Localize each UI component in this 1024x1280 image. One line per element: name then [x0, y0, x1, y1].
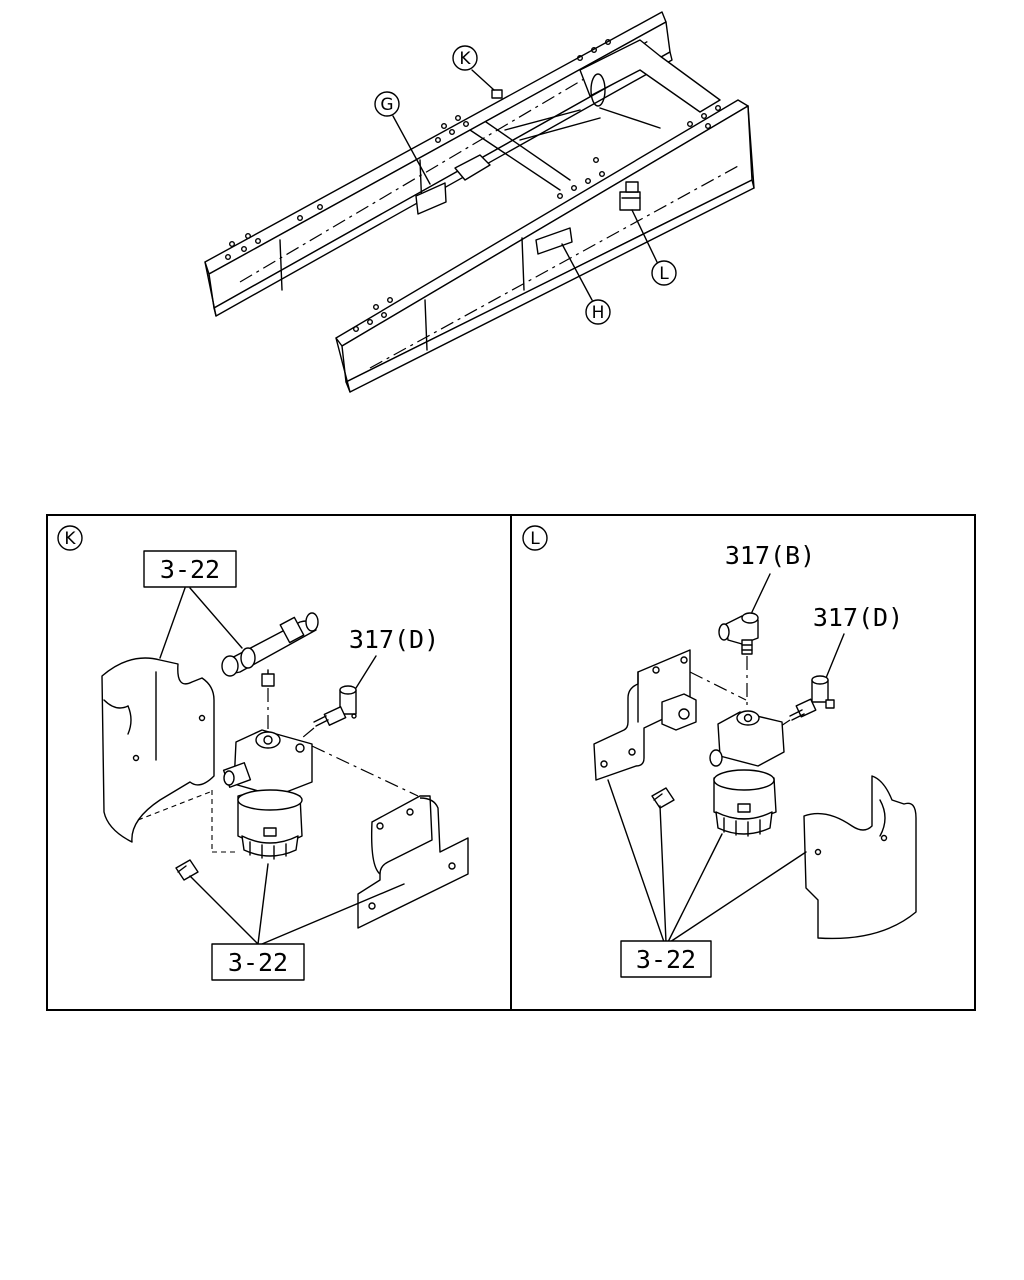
cross-members	[454, 39, 721, 191]
svg-text:L: L	[659, 264, 669, 284]
bracket-h	[535, 227, 573, 255]
heat-shield-k	[101, 657, 215, 843]
fitting-317d-k: 317(D)	[301, 625, 439, 739]
svg-text:K: K	[64, 529, 76, 549]
panel-l: L 317(B) 317(D)	[522, 525, 917, 978]
filter-unit-l	[619, 181, 641, 211]
ref-box-k-bottom: 3-22	[189, 863, 405, 981]
chassis-frame-overview: K G H L	[204, 11, 755, 393]
bracket-g	[415, 182, 447, 215]
ref-box-l-bottom: 3-22	[607, 779, 807, 978]
callout-k: K	[452, 45, 495, 91]
panel-k: K 3-22	[57, 525, 469, 981]
bracket-k	[311, 745, 469, 929]
nipple-l	[651, 787, 675, 809]
ref-box-k-top: 3-22	[143, 550, 237, 588]
svg-text:3-22: 3-22	[636, 945, 696, 974]
tee-fitting-k	[221, 612, 319, 730]
svg-text:317(D): 317(D)	[813, 603, 903, 632]
svg-text:H: H	[592, 303, 605, 323]
svg-text:317(D): 317(D)	[349, 625, 439, 654]
panel-l-letter: L	[522, 525, 548, 551]
callout-h: H	[561, 243, 611, 325]
nipple-k	[175, 859, 199, 881]
panel-k-letter: K	[57, 525, 83, 551]
fitting-k	[491, 89, 503, 99]
svg-text:3-22: 3-22	[228, 948, 288, 977]
svg-text:L: L	[530, 529, 540, 549]
svg-text:3-22: 3-22	[160, 555, 220, 584]
fitting-317d-l: 317(D)	[777, 603, 903, 729]
svg-text:317(B): 317(B)	[725, 541, 815, 570]
callout-g: G	[374, 91, 431, 185]
fitting-317b-l: 317(B)	[718, 541, 815, 710]
frame-components	[415, 89, 641, 255]
heat-shield-l	[803, 775, 917, 940]
filter-assembly-l	[709, 710, 785, 837]
left-frame-rail	[204, 11, 673, 317]
callout-l: L	[631, 209, 677, 286]
bracket-l	[593, 649, 747, 781]
svg-text:G: G	[380, 95, 393, 115]
filter-assembly-k	[211, 729, 313, 860]
svg-text:K: K	[459, 49, 471, 69]
